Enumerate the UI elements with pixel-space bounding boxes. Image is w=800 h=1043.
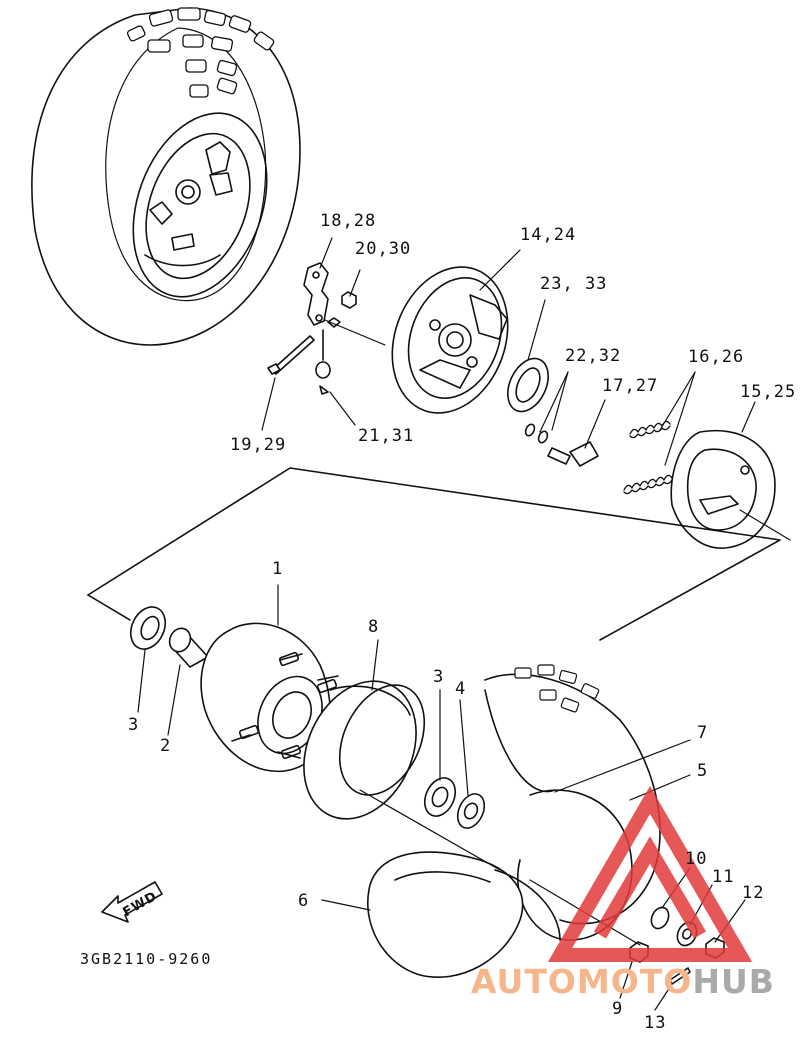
brake-springs: [623, 420, 673, 495]
brake-plate: [391, 266, 509, 414]
callout-18-28: 18,28: [320, 211, 377, 231]
callout-9: 9: [612, 999, 624, 1019]
callout-6: 6: [298, 891, 310, 911]
watermark-logo-icon: [547, 786, 753, 962]
drum-cover: [303, 680, 426, 820]
callout-3-right: 3: [433, 667, 445, 687]
callout-4: 4: [455, 679, 467, 699]
watermark-text: AUTOMOTOHUB: [471, 962, 775, 1001]
callout-13: 13: [644, 1013, 667, 1033]
nut-20-30: [341, 291, 357, 309]
callout-3-left: 3: [128, 715, 140, 735]
callout-23-33: 23, 33: [540, 274, 608, 294]
brake-camshaft: [547, 441, 599, 467]
leader-lines-top: [261, 237, 791, 541]
fwd-arrow-icon: [101, 881, 163, 923]
brake-shoes: [670, 429, 776, 549]
callout-12: 12: [742, 883, 765, 903]
watermark-text-hub: HUB: [692, 962, 775, 1001]
callout-5: 5: [697, 761, 709, 781]
callout-1: 1: [272, 559, 284, 579]
callout-20-30: 20,30: [355, 239, 412, 259]
callout-8: 8: [368, 617, 380, 637]
bearing-left: [129, 606, 167, 650]
collar: [456, 793, 486, 829]
pin-13: [669, 967, 691, 985]
brake-cam-lever: [303, 262, 341, 395]
callout-15-25: 15,25: [740, 382, 797, 402]
callout-10: 10: [685, 849, 708, 869]
callout-14-24: 14,24: [520, 225, 577, 245]
brake-drum-hub: [200, 622, 339, 773]
brake-bolt: [267, 335, 315, 375]
callout-22-32: 22,32: [565, 346, 622, 366]
diagram-code: 3GB2110-9260: [80, 950, 213, 968]
callout-19-29: 19,29: [230, 435, 287, 455]
watermark-text-automoto: AUTOMOTO: [471, 962, 693, 1001]
assembly-outline: [87, 467, 781, 641]
spacer: [168, 627, 209, 668]
callout-2: 2: [160, 736, 172, 756]
wheel-assembly-top: [31, 7, 301, 346]
callout-11: 11: [712, 867, 735, 887]
bearing-right: [423, 777, 457, 817]
wheel-half-inner: [367, 851, 561, 978]
oil-seal: [507, 357, 549, 413]
bushing-10: [650, 906, 670, 930]
callout-21-31: 21,31: [358, 426, 415, 446]
callout-17-27: 17,27: [602, 376, 659, 396]
callout-7: 7: [697, 723, 709, 743]
callout-16-26: 16,26: [688, 347, 745, 367]
o-rings: [524, 423, 549, 444]
